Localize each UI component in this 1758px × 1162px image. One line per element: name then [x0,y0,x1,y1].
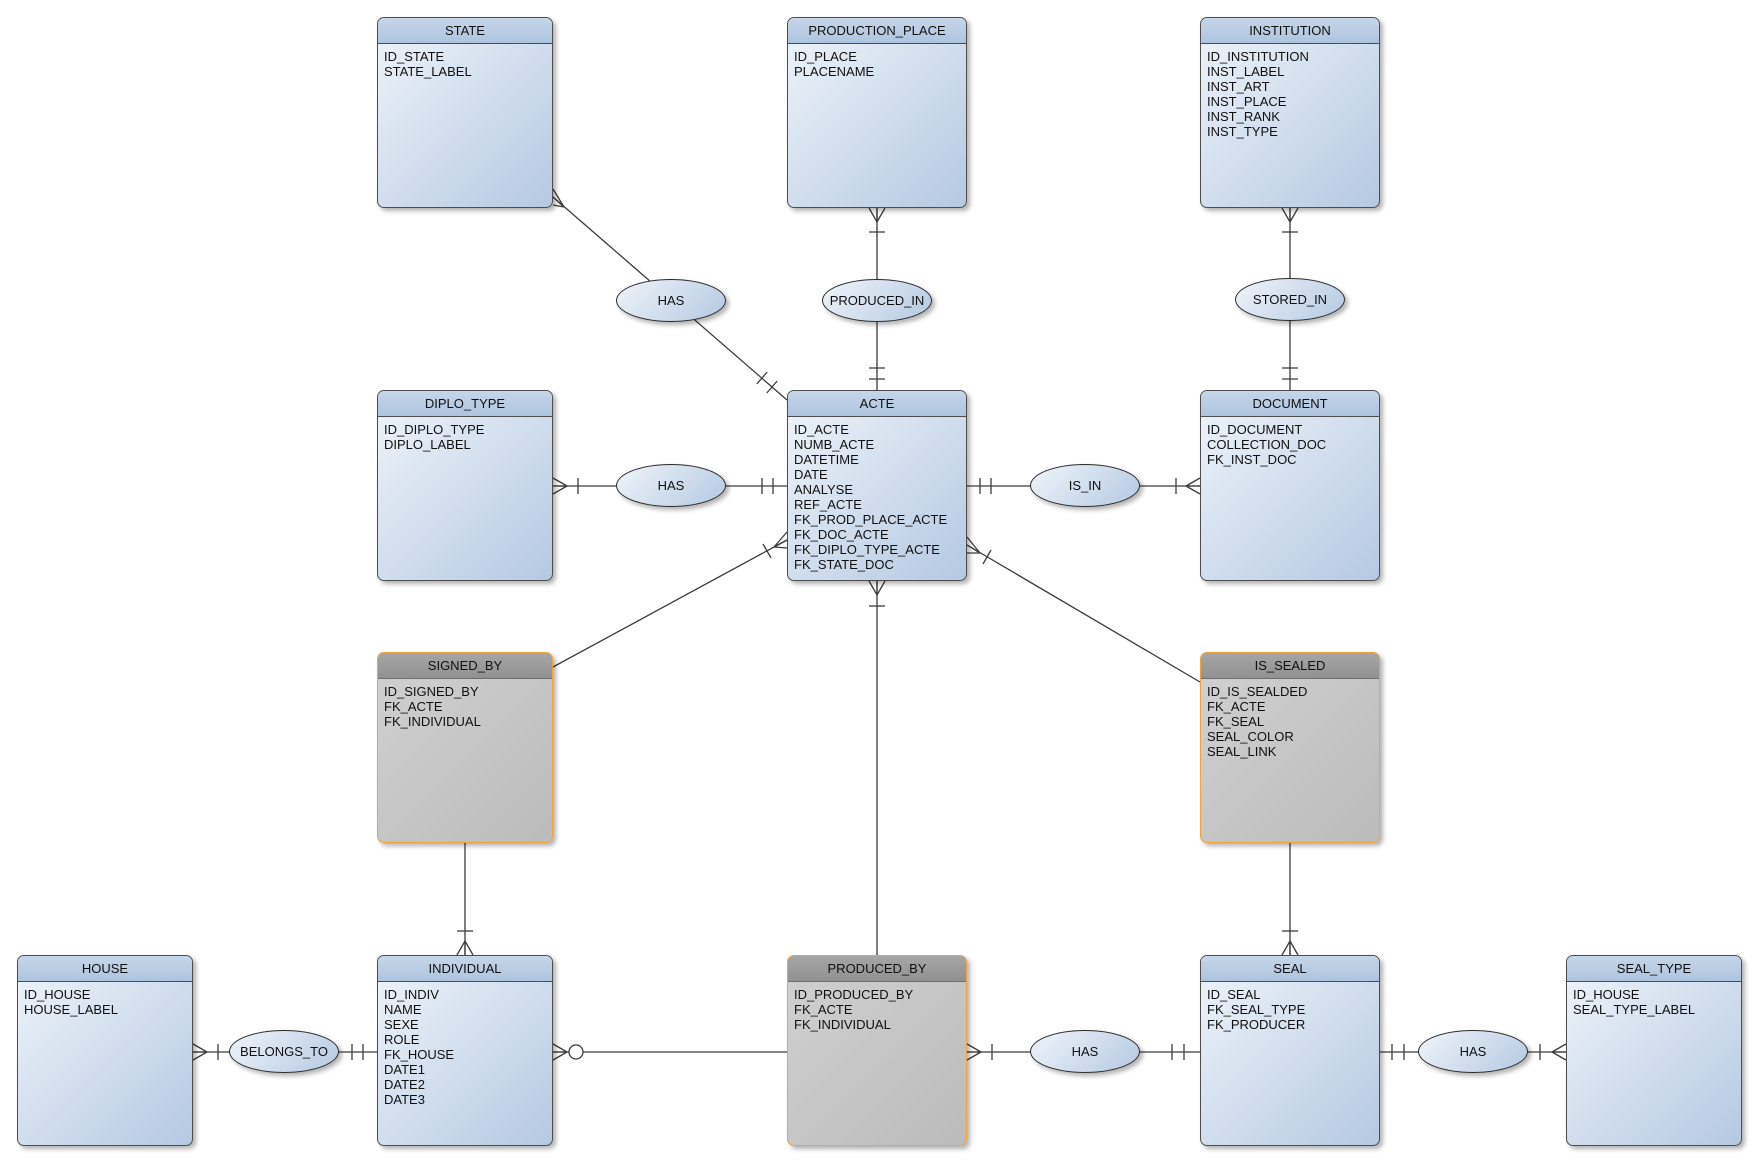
relationship-has-diplo-acte[interactable]: HAS [616,464,726,507]
relationship-has-seal-seal-type[interactable]: HAS [1418,1030,1528,1073]
entity-house-title: HOUSE [18,956,192,982]
tick-marks [1282,231,1298,380]
tick-mark [982,549,992,565]
tick-marks-acte [756,371,778,394]
entity-individual[interactable]: INDIVIDUAL ID_INDIV NAME SEXE ROLE FK_HO… [377,955,553,1146]
crowfoot-acte [868,580,886,596]
connector-individual-produced-by[interactable] [552,1043,787,1061]
connector-acte-is-sealed[interactable] [966,536,1201,683]
entity-house-attributes: ID_HOUSE HOUSE_LABEL [24,987,118,1017]
entity-document-attributes: ID_DOCUMENT COLLECTION_DOC FK_INST_DOC [1207,422,1327,467]
tick-marks [217,1044,364,1060]
entity-state-attributes: ID_STATE STATE_LABEL [384,49,472,79]
entity-seal-type-title: SEAL_TYPE [1567,956,1741,982]
entity-diplo-type[interactable]: DIPLO_TYPE ID_DIPLO_TYPE DIPLO_LABEL [377,390,553,581]
crowfoot-acte [773,531,788,549]
crowfoot-individual [552,1043,568,1061]
relationship-label: HAS [1071,1044,1099,1059]
relationship-belongs-to[interactable]: BELONGS_TO [229,1030,339,1073]
crowfoot-seal-type [1551,1043,1567,1061]
entity-institution-attributes: ID_INSTITUTION INST_LABEL INST_ART INST_… [1207,49,1309,139]
entity-seal-type[interactable]: SEAL_TYPE ID_HOUSE SEAL_TYPE_LABEL [1566,955,1742,1146]
entity-seal-title: SEAL [1201,956,1379,982]
entity-state[interactable]: STATE ID_STATE STATE_LABEL [377,17,553,208]
crowfoot-institution [1281,207,1299,223]
relationship-has-produced-by-seal[interactable]: HAS [1030,1030,1140,1073]
entity-house[interactable]: HOUSE ID_HOUSE HOUSE_LABEL [17,955,193,1146]
entity-seal-attributes: ID_SEAL FK_SEAL_TYPE FK_PRODUCER [1207,987,1306,1032]
relationship-is-in[interactable]: IS_IN [1030,464,1140,507]
entity-signed-by-attributes: ID_SIGNED_BY FK_ACTE FK_INDIVIDUAL [384,684,481,729]
tick-marks [979,478,1177,494]
relationship-label: PRODUCED_IN [829,293,925,308]
entity-institution-title: INSTITUTION [1201,18,1379,44]
crowfoot-produced-by [966,1043,982,1061]
relationship-stored-in[interactable]: STORED_IN [1235,278,1345,321]
entity-production-place[interactable]: PRODUCTION_PLACE ID_PLACE PLACENAME [787,17,967,208]
entity-production-place-attributes: ID_PLACE PLACENAME [794,49,875,79]
relationship-has-state-acte[interactable]: HAS [616,279,726,322]
crowfoot-document [1185,477,1201,495]
crowfoot-state [552,188,565,208]
entity-individual-attributes: ID_INDIV NAME SEXE ROLE FK_HOUSE DATE1 D… [384,987,455,1107]
entity-seal-type-attributes: ID_HOUSE SEAL_TYPE_LABEL [1573,987,1696,1017]
entity-institution[interactable]: INSTITUTION ID_INSTITUTION INST_LABEL IN… [1200,17,1380,208]
entity-produced-by-title: PRODUCED_BY [788,956,966,982]
relationship-label: STORED_IN [1252,292,1328,307]
entity-signed-by-title: SIGNED_BY [378,653,552,679]
connector-signed-by-individual[interactable] [456,843,474,956]
relationship-label: BELONGS_TO [240,1044,328,1059]
tick-mark [762,543,772,559]
relationship-produced-in[interactable]: PRODUCED_IN [822,279,932,322]
crowfoot-production-place [868,207,886,223]
entity-acte-title: ACTE [788,391,966,417]
entity-is-sealed[interactable]: IS_SEALED ID_IS_SEALDED FK_ACTE FK_SEAL … [1200,652,1380,843]
tick-marks [991,1044,1185,1060]
crowfoot-individual [456,940,474,956]
entity-seal[interactable]: SEAL ID_SEAL FK_SEAL_TYPE FK_PRODUCER [1200,955,1380,1146]
tick-marks [1391,1044,1541,1060]
entity-is-sealed-title: IS_SEALED [1201,653,1379,679]
crowfoot-seal [1281,940,1299,956]
entity-produced-by-attributes: ID_PRODUCED_BY FK_ACTE FK_INDIVIDUAL [794,987,914,1032]
connector-is-sealed-seal[interactable] [1281,843,1299,956]
connector-acte-produced-by[interactable] [868,580,886,955]
relationship-label: IS_IN [1068,478,1102,493]
entity-acte[interactable]: ACTE ID_ACTE NUMB_ACTE DATETIME DATE ANA… [787,390,967,581]
relationship-label: HAS [1459,1044,1487,1059]
tick-marks [577,478,774,494]
entity-acte-attributes: ID_ACTE NUMB_ACTE DATETIME DATE ANALYSE … [794,422,948,572]
entity-produced-by[interactable]: PRODUCED_BY ID_PRODUCED_BY FK_ACTE FK_IN… [787,955,967,1146]
relationship-label: HAS [657,293,685,308]
entity-document[interactable]: DOCUMENT ID_DOCUMENT COLLECTION_DOC FK_I… [1200,390,1380,581]
crowfoot-diplo-type [552,477,568,495]
entity-diplo-type-attributes: ID_DIPLO_TYPE DIPLO_LABEL [384,422,485,452]
entity-individual-title: INDIVIDUAL [378,956,552,982]
crowfoot-house [192,1043,208,1061]
entity-signed-by[interactable]: SIGNED_BY ID_SIGNED_BY FK_ACTE FK_INDIVI… [377,652,553,843]
optional-circle [568,1044,584,1060]
relationship-label: HAS [657,478,685,493]
entity-diplo-type-title: DIPLO_TYPE [378,391,552,417]
connector-acte-signed-by[interactable] [552,531,788,668]
tick-marks [869,231,885,380]
entity-production-place-title: PRODUCTION_PLACE [788,18,966,44]
entity-document-title: DOCUMENT [1201,391,1379,417]
entity-is-sealed-attributes: ID_IS_SEALDED FK_ACTE FK_SEAL SEAL_COLOR… [1207,684,1308,759]
crowfoot-acte [966,536,981,554]
entity-state-title: STATE [378,18,552,44]
